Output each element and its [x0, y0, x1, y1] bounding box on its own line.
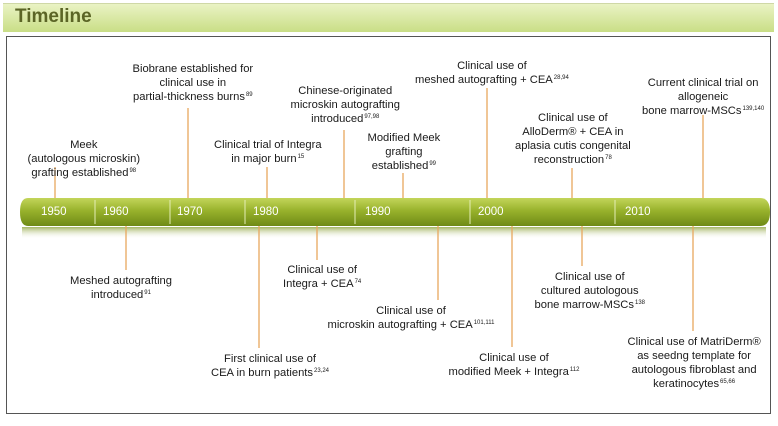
- decade-label-1970: 1970: [177, 206, 203, 218]
- event-below-7: Clinical use of MatriDerm® as seedng temp…: [628, 335, 761, 391]
- reference-number: 74: [354, 279, 362, 285]
- event-above-6: Clinical use of meshed autografting + CEA…: [415, 59, 569, 87]
- decade-label-2000: 2000: [478, 206, 504, 218]
- reference-number: 15: [297, 154, 305, 160]
- event-text-line: CEA in burn patients: [211, 367, 313, 379]
- reference-number: 23,24: [314, 368, 330, 374]
- event-text-line: grafting: [385, 146, 423, 158]
- event-text-line: Clinical use of: [287, 264, 357, 276]
- event-text-line: Biobrane established for: [132, 63, 254, 75]
- event-below-2: First clinical use of CEA in burn patient…: [211, 352, 329, 380]
- reference-number: 28,94: [553, 75, 569, 81]
- event-text-line: partial-thickness burns: [133, 91, 245, 103]
- event-text-line: bone marrow-MSCs: [534, 299, 634, 311]
- reference-number: 98: [129, 168, 137, 174]
- reference-number: 139,140: [742, 106, 765, 112]
- event-below-6: Clinical use of cultured autologous bone m…: [535, 270, 646, 312]
- event-text-line: microskin autografting + CEA: [327, 319, 473, 331]
- title-bar: Timeline: [3, 3, 774, 32]
- event-below-5: Clinical use of modified Meek + Integra11…: [449, 351, 580, 379]
- event-text-line: AlloDerm® + CEA in: [522, 126, 624, 138]
- event-text-line: Meshed autografting: [70, 275, 172, 287]
- event-text-line: bone marrow-MSCs: [642, 105, 742, 117]
- timeline-bar-reflection: [22, 227, 766, 239]
- event-text-line: established: [371, 160, 429, 172]
- event-text-line: Chinese-originated: [298, 85, 393, 97]
- timeline-bar: [20, 198, 770, 226]
- reference-number: 89: [245, 92, 253, 98]
- reference-number: 99: [429, 161, 437, 167]
- decade-label-1950: 1950: [41, 206, 67, 218]
- event-text-line: introduced: [91, 289, 144, 301]
- reference-number: 138: [634, 300, 645, 306]
- reference-number: 65,66: [720, 379, 736, 385]
- event-text-line: keratinocytes: [653, 378, 720, 390]
- event-text-line: Current clinical trial on: [647, 77, 759, 89]
- event-text-line: aplasia cutis congenital: [515, 140, 631, 152]
- reference-number: 78: [605, 155, 612, 161]
- event-above-4: Chinese-originated microskin autografting…: [291, 84, 400, 126]
- reference-number: 112: [569, 367, 580, 373]
- decade-label-1980: 1980: [253, 206, 279, 218]
- event-text-line: Integra + CEA: [283, 278, 354, 290]
- event-text-line: Clinical trial of Integra: [214, 139, 322, 151]
- event-text-line: Clinical use of: [538, 112, 608, 124]
- event-text-line: autologous fibroblast and: [631, 364, 757, 376]
- reference-number: 91: [144, 290, 151, 296]
- event-above-5: Modified Meek grafting established99: [368, 131, 441, 173]
- event-below-1: Meshed autografting introduced91: [70, 274, 172, 302]
- decade-label-1960: 1960: [103, 206, 129, 218]
- event-text-line: Modified Meek: [367, 132, 441, 144]
- event-text-line: clinical use in: [159, 77, 227, 89]
- event-text-line: in major burn: [231, 153, 297, 165]
- event-text-line: cultured autologous: [540, 285, 639, 297]
- event-text-line: allogeneic: [677, 91, 729, 103]
- decade-label-2010: 2010: [625, 206, 651, 218]
- event-text-line: Clinical use of MatriDerm®: [627, 336, 761, 348]
- event-text-line: Meek: [70, 139, 98, 151]
- figure-title: Timeline: [15, 6, 92, 27]
- event-text-line: Clinical use of: [554, 271, 625, 283]
- leader-lines: [54, 88, 704, 348]
- event-text-line: (autologous microskin): [27, 153, 141, 165]
- reference-number: 97,98: [364, 114, 380, 120]
- event-text-line: Clinical use of: [479, 352, 549, 364]
- event-above-1: Meek (autologous microskin) grafting estab…: [28, 138, 141, 180]
- event-text-line: introduced: [311, 113, 364, 125]
- event-above-7: Clinical use of AlloDerm® + CEA in aplasia…: [515, 111, 631, 167]
- reference-number: 101,111: [473, 320, 495, 326]
- event-text-line: as seedng template for: [637, 350, 751, 362]
- decade-separators: [94, 200, 616, 224]
- event-below-3: Clinical use of Integra + CEA74: [283, 263, 361, 291]
- event-above-2: Biobrane established for clinical use in p…: [133, 62, 254, 104]
- event-text-line: Clinical use of: [457, 60, 527, 72]
- event-above-3: Clinical trial of Integra in major burn15: [214, 138, 322, 166]
- decade-label-1990: 1990: [365, 206, 391, 218]
- event-text-line: modified Meek + Integra: [448, 366, 569, 378]
- event-above-8: Current clinical trial on allogeneic bone …: [642, 76, 764, 118]
- event-text-line: Clinical use of: [376, 305, 446, 317]
- event-below-4: Clinical use of microskin autografting + …: [328, 304, 495, 332]
- event-text-line: First clinical use of: [224, 353, 317, 365]
- event-text-line: meshed autografting + CEA: [415, 74, 553, 86]
- event-text-line: reconstruction: [533, 154, 605, 166]
- event-text-line: microskin autografting: [290, 99, 400, 111]
- event-text-line: grafting established: [31, 167, 129, 179]
